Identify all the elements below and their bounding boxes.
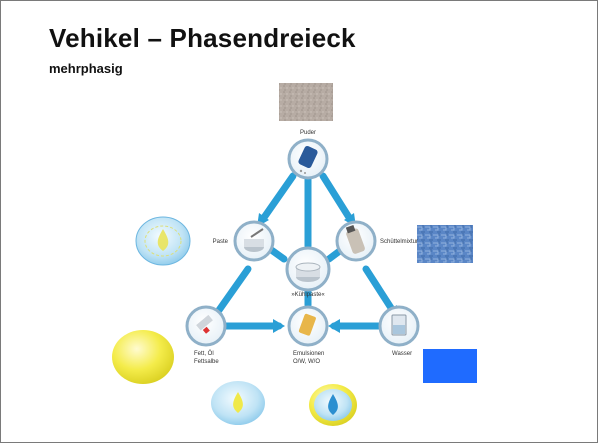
blue-texture-swatch (417, 225, 473, 263)
label-kuehlpaste: »Kühlpaste« (291, 292, 325, 298)
label-schuettelmixtur: Schüttelmixtur (380, 239, 418, 245)
emulsion-bottle-icon (298, 313, 316, 336)
cooling-paste-jar-icon (295, 262, 321, 282)
slide-subtitle: mehrphasig (49, 61, 123, 76)
paste-jar-icon (244, 228, 264, 252)
label-emulsion-line2: O/W, W/O (293, 359, 320, 365)
label-fett-line2: Fettsalbe (194, 359, 219, 365)
ointment-tube-icon (196, 314, 213, 334)
water-glass-icon (391, 314, 407, 336)
blue-square-swatch (423, 349, 477, 383)
fat-drop-icon (112, 330, 174, 384)
powder-bottle-icon (298, 145, 318, 174)
shake-bottle-icon (345, 224, 365, 254)
oil-water-drop-icon (135, 216, 191, 266)
emulsion-drop-icon (211, 381, 265, 425)
label-fett-line1: Fett, Öl (194, 350, 214, 357)
label-emulsion-line1: Emulsionen (293, 351, 324, 357)
water-drop-icon (309, 384, 357, 426)
slide-title: Vehikel – Phasendreieck (49, 23, 356, 53)
label-wasser: Wasser (392, 351, 412, 357)
sand-texture-swatch (279, 83, 333, 121)
label-paste: Paste (213, 239, 229, 245)
label-puder: Puder (300, 130, 316, 136)
